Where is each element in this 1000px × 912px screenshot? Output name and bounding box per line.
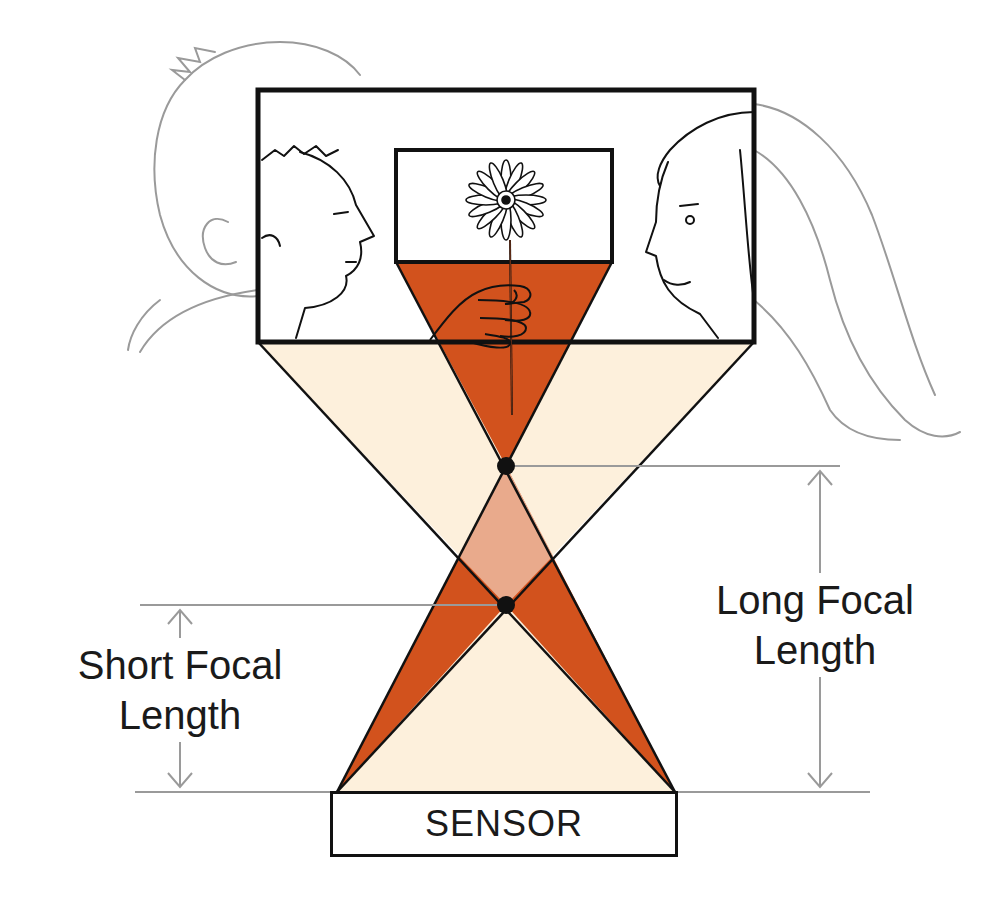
flower-stem-core	[510, 240, 512, 415]
hand	[430, 285, 530, 347]
focal-length-label: Short Focal Length	[35, 638, 325, 742]
flower	[466, 160, 546, 240]
focal-length-label-box: Short Focal Length	[35, 638, 325, 742]
narrow-cone-top	[396, 262, 612, 466]
focal-length-label: Long Focal Length	[670, 573, 960, 677]
focal-point-long	[497, 457, 515, 475]
flower-stem	[510, 240, 512, 415]
narrow-frame	[396, 150, 612, 262]
focal-point-short	[497, 596, 515, 614]
wide-cone-bottom	[337, 605, 675, 792]
sensor-box: SENSOR	[330, 791, 678, 857]
wide-frame	[258, 90, 754, 342]
narrow-cone-bottom	[337, 466, 675, 792]
faces	[262, 112, 754, 338]
sensor-label: SENSOR	[425, 803, 583, 845]
focal-length-label-box: Long Focal Length	[670, 573, 960, 677]
